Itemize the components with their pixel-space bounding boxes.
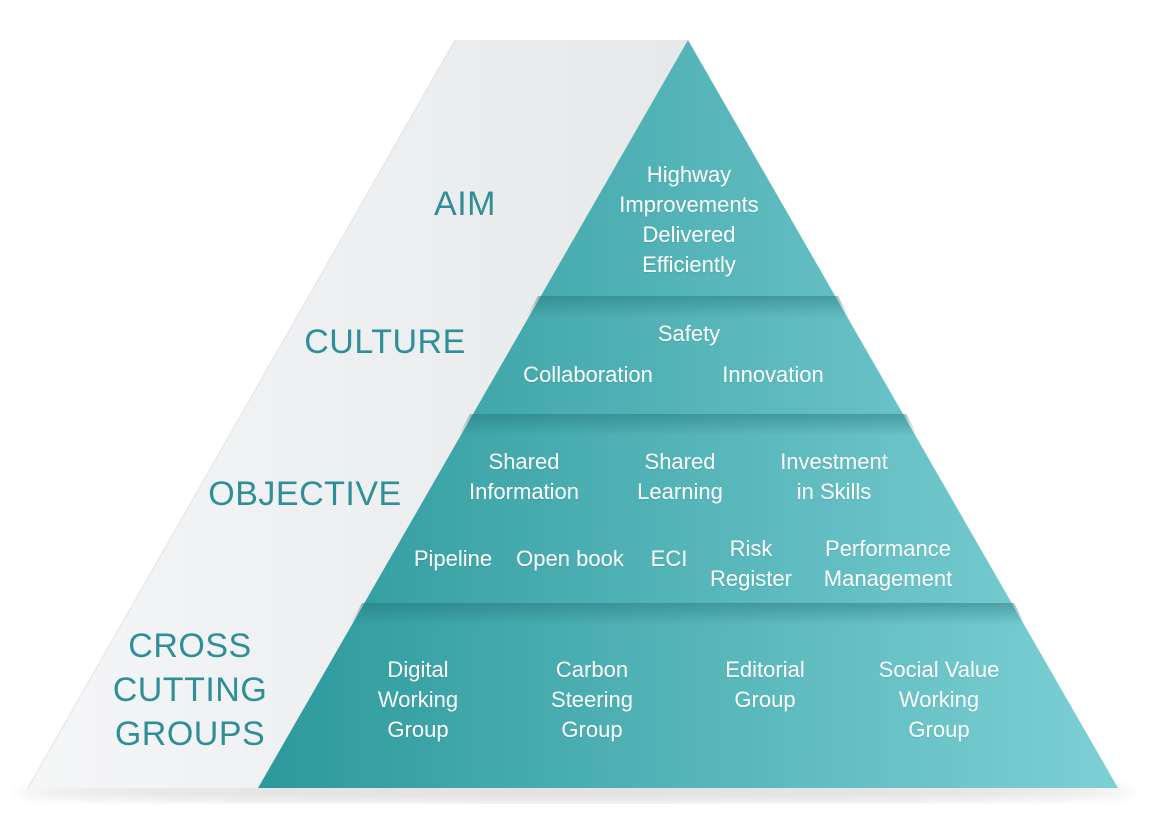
objective-item-eci: ECI — [650, 546, 688, 571]
band-divider-aim-culture — [526, 296, 850, 318]
level-label-objective: OBJECTIVE — [208, 475, 402, 513]
aim-item-highway-improvements: Highway Improvements Delivered Efficient… — [619, 162, 759, 277]
group-item-carbon-steering-group: Carbon Steering Group — [551, 657, 633, 742]
level-label-aim: AIM — [434, 185, 496, 223]
objective-item-shared-learning: Shared Learning — [637, 449, 723, 504]
level-label-culture: CULTURE — [304, 323, 466, 361]
objective-item-pipeline: Pipeline — [413, 546, 493, 571]
pyramid-left-face — [28, 40, 688, 788]
objective-item-performance-management: Performance Management — [823, 536, 953, 591]
objective-item-shared-information: Shared Information — [468, 449, 580, 504]
culture-item-safety: Safety — [657, 321, 721, 346]
group-item-social-value-working-group: Social Value Working Group — [878, 657, 1000, 742]
objective-item-open-book: Open book — [516, 546, 624, 571]
objective-item-risk-register: Risk Register — [710, 536, 792, 591]
band-divider-culture-objective — [458, 414, 918, 436]
group-item-digital-working-group: Digital Working Group — [377, 657, 459, 742]
objective-item-investment-in-skills: Investment in Skills — [780, 449, 888, 504]
level-label-cross-cutting-groups: CROSS CUTTING GROUPS — [112, 627, 268, 753]
culture-item-innovation: Innovation — [722, 362, 824, 387]
band-divider-objective-cross — [350, 603, 1026, 625]
culture-item-collaboration: Collaboration — [523, 362, 653, 387]
group-item-editorial-group: Editorial Group — [725, 657, 805, 712]
left-face-edge — [27, 39, 456, 789]
